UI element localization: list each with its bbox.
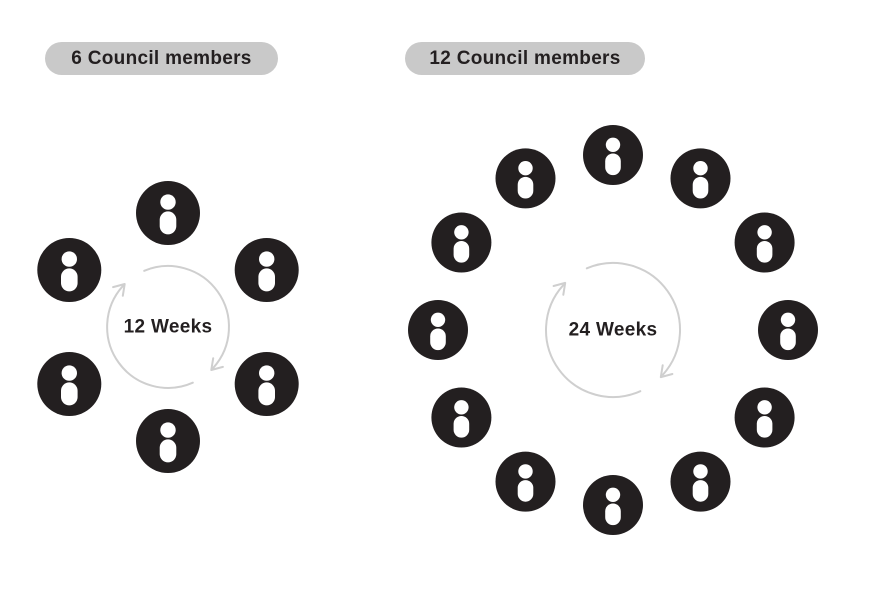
cycle-duration-label: 12 Weeks: [124, 317, 213, 338]
person-icon: [136, 409, 200, 473]
clockwise-rotation-arrows-icon: [545, 261, 681, 398]
person-icon: [670, 451, 731, 512]
person-head: [160, 194, 176, 210]
person-head: [757, 400, 772, 415]
person-body: [517, 480, 534, 502]
person-body: [258, 382, 275, 406]
council-6-cycle-diagram: 12 Weeks: [37, 181, 299, 473]
person-head: [259, 251, 275, 267]
person-icon: [234, 238, 299, 302]
person-body: [692, 176, 709, 199]
council-6-members-badge: 6 Council members: [45, 42, 278, 75]
cycle-duration-label: 24 Weeks: [569, 320, 658, 341]
person-head: [518, 161, 533, 176]
person-icon: [431, 212, 492, 273]
person-icon: [583, 475, 643, 535]
person-head: [61, 251, 77, 267]
cycle-arc-top: [585, 261, 681, 376]
person-body: [756, 241, 773, 263]
person-icon: [583, 125, 643, 185]
person-head: [454, 225, 469, 240]
person-head: [693, 161, 708, 176]
person-icon: [495, 451, 556, 512]
arrowhead-bottom-right-icon: [659, 364, 674, 379]
person-icon: [136, 181, 200, 245]
clockwise-rotation-arrows-icon: [106, 264, 230, 389]
person-body: [517, 176, 534, 199]
person-icon: [670, 148, 731, 209]
person-body: [756, 416, 773, 438]
person-icon: [234, 352, 299, 416]
person-body: [605, 503, 621, 526]
person-body: [159, 439, 177, 463]
person-icon: [37, 352, 102, 416]
person-head: [605, 487, 621, 502]
person-icon: [431, 387, 492, 448]
person-icon: [758, 300, 818, 360]
person-body: [692, 480, 709, 502]
person-head: [605, 137, 621, 152]
arrowhead-top-left-icon: [552, 281, 567, 296]
arrowhead-bottom-right-icon: [210, 357, 224, 371]
person-body: [430, 328, 446, 351]
person-head: [693, 464, 708, 479]
arrowhead-top-left-icon: [112, 283, 126, 297]
person-icon: [734, 212, 795, 273]
person-head: [454, 400, 469, 415]
person-icon: [495, 148, 556, 209]
cycle-arc-bottom: [545, 284, 642, 398]
person-head: [160, 422, 176, 438]
person-icon: [408, 300, 468, 360]
person-body: [453, 241, 470, 263]
person-body: [258, 268, 275, 292]
council-12-members-badge: 12 Council members: [405, 42, 645, 75]
council-12-members-badge-label: 12 Council members: [429, 47, 621, 69]
cycle-arc-bottom: [106, 285, 194, 389]
council-6-members-badge-label: 6 Council members: [71, 47, 252, 69]
person-body: [453, 416, 470, 438]
council-12-cycle-diagram: 24 Weeks: [408, 125, 818, 535]
person-icon: [734, 387, 795, 448]
person-body: [61, 382, 78, 406]
person-body: [780, 328, 796, 351]
person-body: [605, 153, 621, 176]
person-head: [430, 312, 446, 327]
person-head: [61, 365, 77, 381]
person-head: [518, 464, 533, 479]
person-head: [757, 225, 772, 240]
person-head: [780, 312, 796, 327]
person-body: [159, 211, 177, 235]
cycle-arc-top: [143, 264, 230, 369]
person-body: [61, 268, 78, 292]
person-head: [259, 365, 275, 381]
person-icon: [37, 238, 102, 302]
